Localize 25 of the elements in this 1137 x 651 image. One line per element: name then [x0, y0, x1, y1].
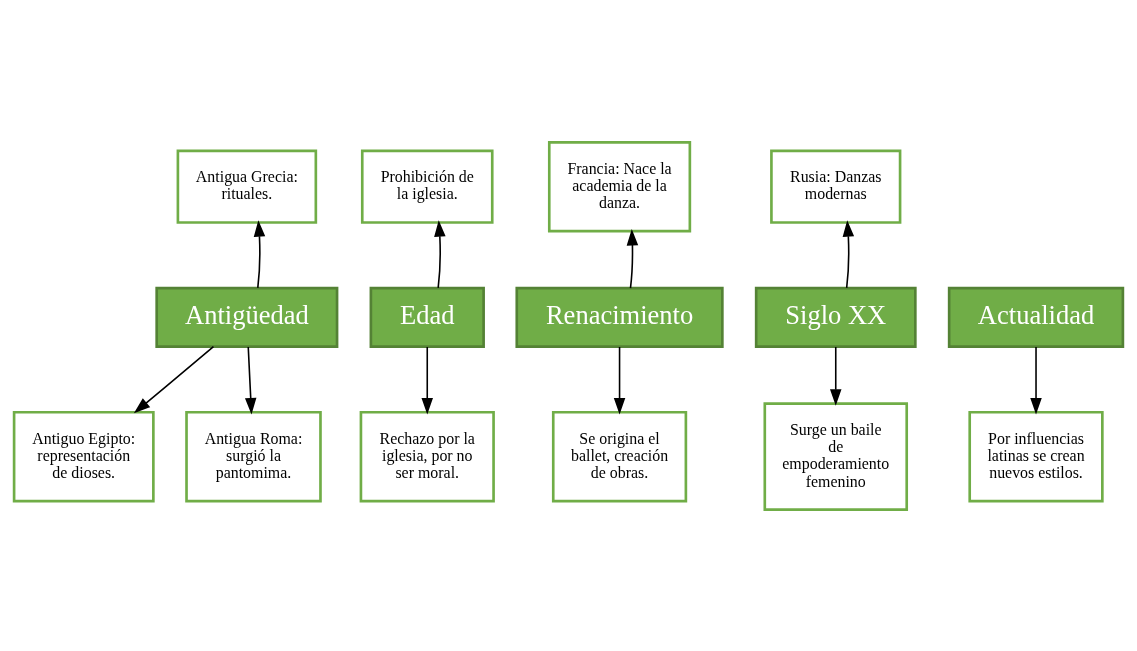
node-box: Actualidad — [947, 286, 1125, 348]
arrow — [842, 219, 855, 289]
node-box: Edad — [369, 286, 485, 348]
arrow — [253, 219, 266, 289]
node-box: Renacimiento — [515, 286, 724, 348]
arrow — [244, 345, 257, 414]
node-box: Francia: Nace la academia de la danza. — [547, 140, 692, 232]
arrow — [830, 345, 842, 406]
arrow — [421, 345, 433, 414]
arrow — [1030, 345, 1042, 414]
node-box: Se origina el ballet, creación de obras. — [551, 410, 688, 502]
arrow — [613, 345, 626, 414]
arrow — [626, 228, 639, 289]
node-box: Siglo XX — [754, 286, 917, 348]
node-box: Prohibición de la iglesia. — [360, 149, 494, 224]
arrow — [133, 345, 215, 413]
node-box: Rusia: Danzas modernas — [770, 149, 902, 224]
arrow — [434, 219, 446, 289]
node-box: Antigüedad — [155, 286, 339, 348]
node-box: Surge un baile de empoderamiento femenino — [763, 401, 909, 511]
node-box: Antigua Grecia: rituales. — [176, 149, 318, 224]
node-box: Rechazo por la iglesia, por no ser moral. — [359, 410, 495, 502]
node-box: Antiguo Egipto: representación de dioses. — [12, 410, 155, 502]
node-box: Por influencias latinas se crean nuevos estilos. — [968, 410, 1104, 502]
node-box: Antigua Roma: surgió la pantomima. — [185, 410, 322, 502]
